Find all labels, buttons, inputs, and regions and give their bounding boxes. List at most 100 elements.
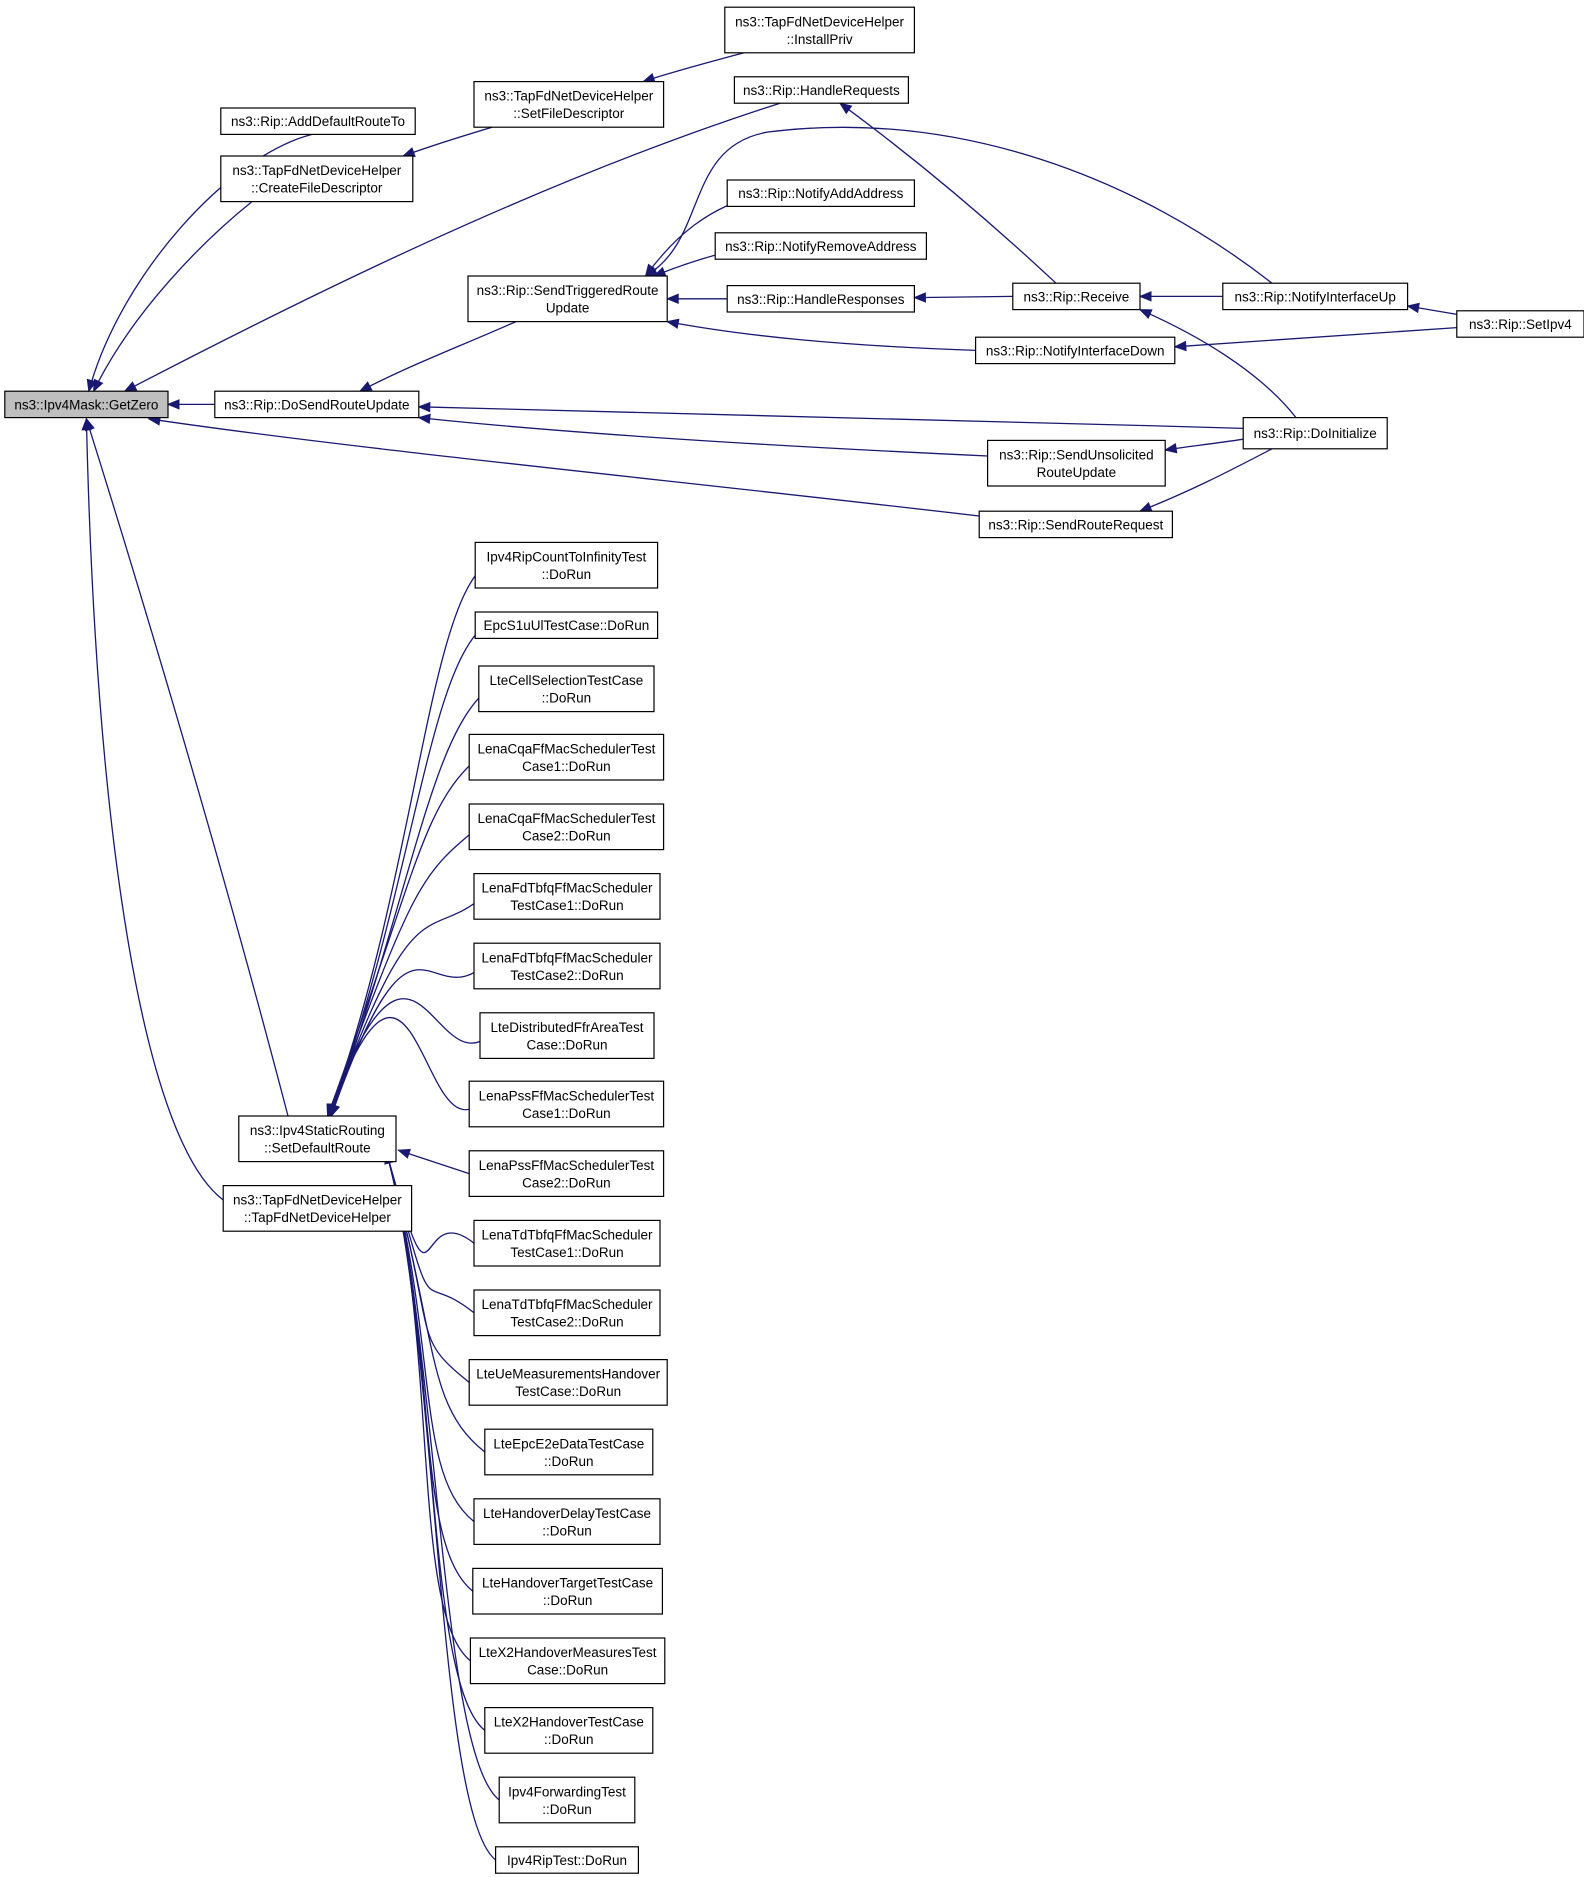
function-node[interactable]: ns3::TapFdNetDeviceHelper::InstallPriv [724,6,915,54]
function-node[interactable]: LteX2HandoverTestCase::DoRun [484,1706,654,1754]
function-node-box [484,1706,654,1754]
function-node[interactable]: ns3::TapFdNetDeviceHelper::CreateFileDes… [220,155,414,203]
call-edge: ns3::Rip::NotifyInterfaceUp → ns3::Rip::… [1138,291,1223,302]
function-node-label: ::InstallPriv [787,32,853,47]
function-node[interactable]: ns3::Rip::NotifyInterfaceUp [1222,282,1409,311]
function-node-box [468,1358,668,1406]
function-node-box [467,275,668,323]
function-node-box [473,80,665,128]
function-node[interactable]: ns3::TapFdNetDeviceHelper::TapFdNetDevic… [222,1184,413,1232]
function-node[interactable]: ns3::Rip::NotifyRemoveAddress [714,232,928,260]
call-edge-line [328,826,480,1117]
function-node-label: ::SetFileDescriptor [513,106,625,121]
function-node-box [220,155,414,203]
function-node[interactable]: ns3::Rip::Receive [1012,282,1141,311]
function-node-label: LteCellSelectionTestCase [489,673,643,688]
function-node[interactable]: ns3::Rip::HandleResponses [726,285,916,313]
function-node-box [469,1637,666,1685]
function-node-box [726,179,916,207]
call-edge-line [1139,448,1273,512]
function-node[interactable]: LteHandoverTargetTestCase::DoRun [472,1567,663,1615]
function-node[interactable]: ns3::Rip::NotifyAddAddress [726,179,916,207]
function-node[interactable]: ns3::Rip::HandleRequests [733,76,910,104]
function-node-label: LteDistributedFfrAreaTest [490,1020,643,1035]
function-node[interactable]: LteCellSelectionTestCase::DoRun [478,665,655,713]
function-node-box [473,872,661,920]
arrowhead [665,293,679,305]
function-node-label: TestCase2::DoRun [510,968,623,983]
call-edge-line [328,564,486,1117]
function-node-label: Case1::DoRun [522,1106,611,1121]
function-node-label: TestCase1::DoRun [510,1245,623,1260]
call-graph-nodes: ns3::Ipv4Mask::GetZero ns3::Rip::AddDefau… [4,6,1584,1874]
arrowhead [93,378,104,393]
call-edge-line [385,1151,475,1314]
call-edge-line [1174,326,1457,348]
function-node-box [4,390,169,419]
function-node-label: RouteUpdate [1037,465,1117,480]
function-node-label: TestCase1::DoRun [510,898,623,913]
function-node-box [222,1184,413,1232]
arrowhead [401,147,416,157]
function-node-box [974,336,1176,365]
function-node[interactable]: LteHandoverDelayTestCase::DoRun [473,1498,661,1546]
function-node-box [238,1115,397,1163]
call-edge: ns3::Rip::HandleResponses → ns3::Rip::Se… [665,293,728,305]
root-function-node[interactable]: ns3::Ipv4Mask::GetZero [4,390,169,419]
arrowhead [838,102,853,115]
function-node[interactable]: EpcS1uUlTestCase::DoRun [474,611,659,639]
call-edge: ns3::TapFdNetDeviceHelper::SetFileDescri… [401,126,493,157]
function-node-label: ::DoRun [542,1802,592,1817]
function-node-label: Case2::DoRun [522,829,611,844]
call-edge-line [402,126,493,157]
function-node[interactable]: LteEpcE2eDataTestCase::DoRun [484,1428,654,1476]
arrowhead [417,413,431,425]
function-node[interactable]: ns3::Ipv4StaticRouting::SetDefaultRoute [238,1115,397,1163]
function-node[interactable]: ns3::Rip::SendRouteRequest [978,510,1174,539]
call-edge-line [326,998,491,1117]
function-node[interactable]: Ipv4ForwardingTest::DoRun [498,1776,636,1824]
call-edge-line [385,1151,500,1801]
function-node-box [468,733,665,781]
call-edge: ns3::TapFdNetDeviceHelper::InstallPriv →… [641,52,745,83]
arrowhead [644,265,659,277]
function-node[interactable]: ns3::Rip::DoSendRouteUpdate [214,390,420,419]
function-node-box [220,107,416,135]
function-node-box [714,232,928,260]
function-node[interactable]: Ipv4RipTest::DoRun [495,1846,640,1874]
function-node-label: ns3::TapFdNetDeviceHelper [484,89,653,104]
function-node-box [473,942,661,990]
call-edge: ns3::Rip::DoInitialize → ns3::Rip::DoSen… [417,401,1244,430]
function-node[interactable]: ns3::Rip::AddDefaultRouteTo [220,107,416,135]
arrowhead [1138,502,1153,512]
function-node-box [468,803,665,851]
arrowhead [81,417,92,431]
function-node[interactable]: ns3::TapFdNetDeviceHelper::SetFileDescri… [473,80,665,128]
function-node-box [1012,282,1141,311]
call-edge-line [645,126,1273,284]
function-node[interactable]: ns3::Rip::DoInitialize [1242,417,1388,450]
function-node-box [473,1219,661,1267]
function-node[interactable]: ns3::Rip::SetIpv4 [1456,310,1584,338]
call-edge-line [328,1016,480,1117]
function-node[interactable]: Ipv4RipCountToInfinityTest::DoRun [474,541,659,589]
function-node-label: ::DoRun [542,1523,592,1538]
function-node-label: Case1::DoRun [522,759,611,774]
function-node[interactable]: ns3::Rip::NotifyInterfaceDown [974,336,1176,365]
function-node-label: ns3::Rip::Receive [1023,289,1129,304]
